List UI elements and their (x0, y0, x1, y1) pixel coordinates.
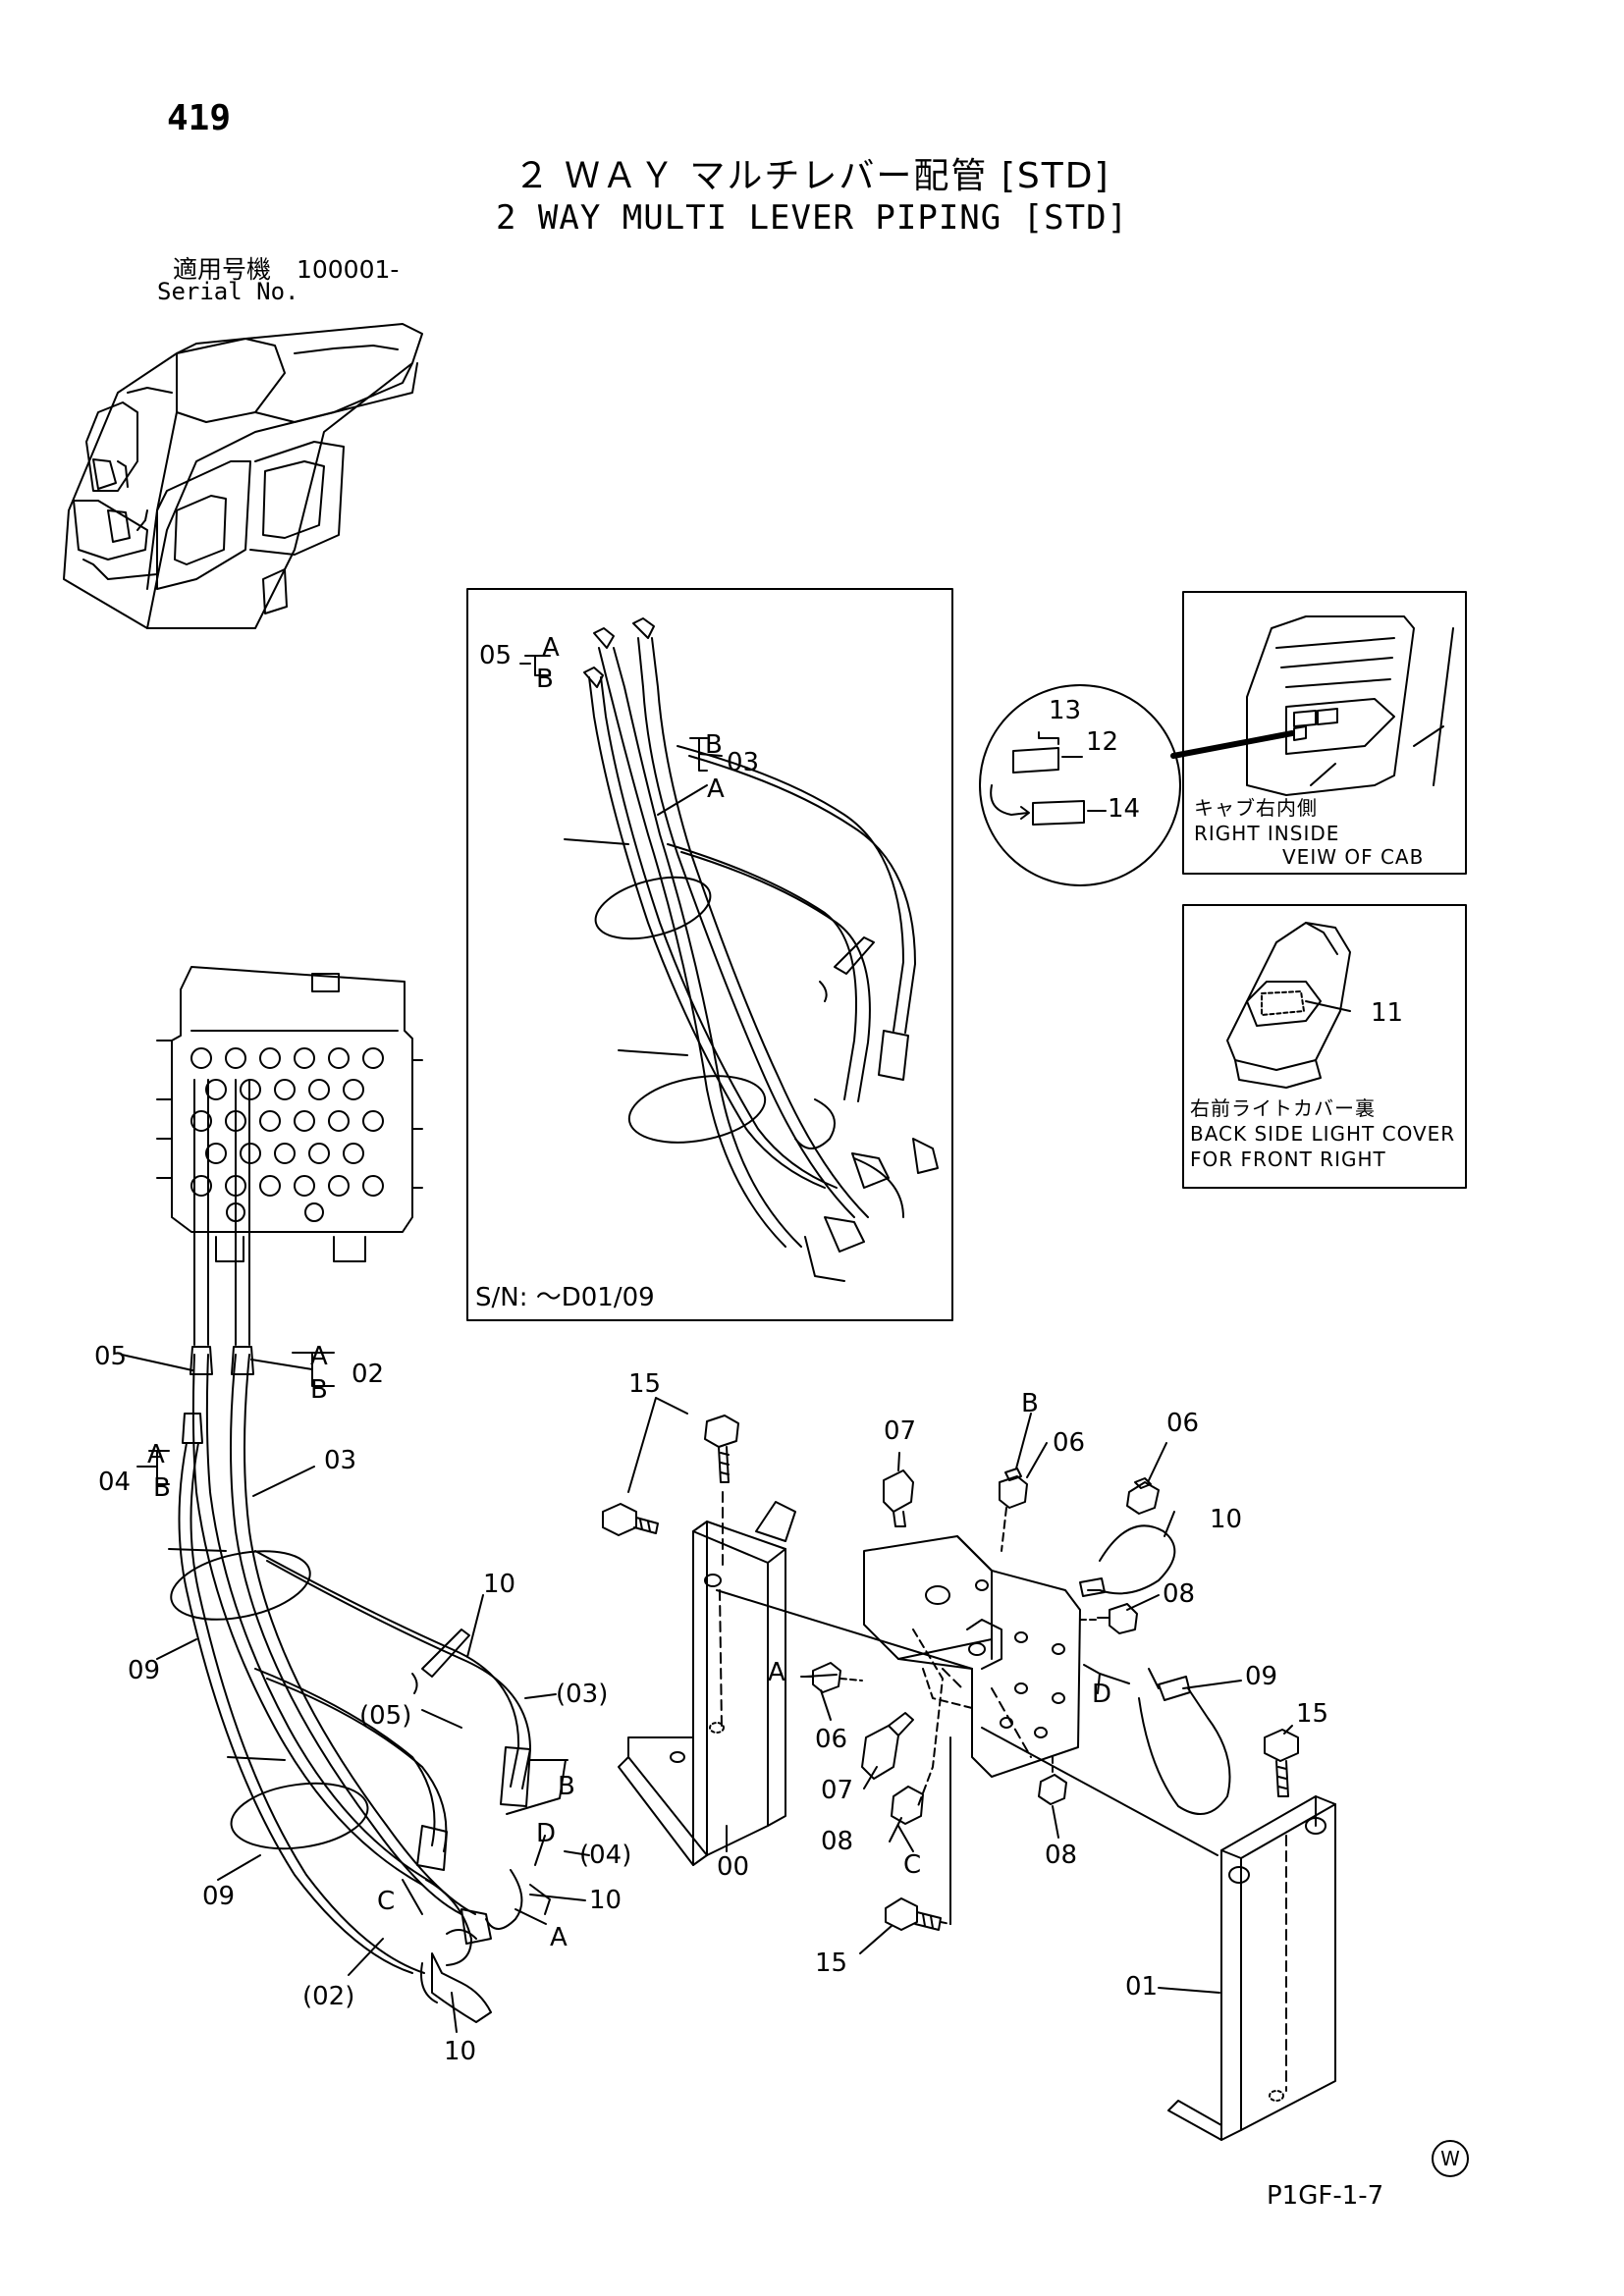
left-callout-05p: (05) (359, 1701, 411, 1731)
right-callout-00: 00 (717, 1852, 749, 1882)
right-callout-09: 09 (1245, 1662, 1277, 1691)
page-title-jp: ２ ＷＡＹ マルチレバー配管 [STD] (514, 156, 1110, 196)
inset-right-inside-callout-13: 13 (1049, 696, 1081, 725)
left-callout-b1: B (310, 1375, 328, 1405)
right-callout-06b: 06 (1166, 1409, 1199, 1438)
w-mark-icon: W (1432, 2140, 1469, 2177)
right-callout-08b: 08 (821, 1827, 853, 1856)
right-callout-08a: 08 (1163, 1579, 1195, 1609)
left-callout-a3: A (550, 1923, 568, 1952)
serial-label-en: Serial No. (157, 278, 299, 305)
inset-right-inside-caption-en-1: RIGHT INSIDE (1194, 822, 1339, 845)
inset-back-side-caption-jp: 右前ライトカバー裏 (1190, 1096, 1376, 1120)
right-callout-06c: 06 (815, 1725, 847, 1754)
left-callout-10a: 10 (483, 1570, 515, 1599)
left-callout-04: 04 (98, 1468, 131, 1497)
left-callout-09b: 09 (202, 1882, 235, 1911)
left-callout-10b: 10 (589, 1886, 622, 1915)
inset-back-side-callout-11: 11 (1371, 998, 1403, 1028)
inset-back-side-drawing (1226, 922, 1351, 1089)
left-callout-c: C (377, 1887, 395, 1916)
inset-piping-callout-b2: B (705, 730, 723, 760)
left-callout-10c: 10 (444, 2037, 476, 2066)
inset-piping-callout-b: B (536, 665, 554, 694)
serial-label-jp: 適用号機 100001- (173, 250, 399, 286)
left-callout-04p: (04) (579, 1841, 631, 1870)
inset-right-inside-drawing (979, 615, 1454, 886)
page-number: 419 (167, 98, 232, 138)
left-callout-a1: A (310, 1342, 328, 1371)
inset-piping-drawing (519, 617, 939, 1282)
page-code: P1GF-1-7 (1267, 2181, 1384, 2211)
right-callout-c: C (903, 1850, 921, 1880)
inset-piping-callout-a: A (542, 633, 560, 663)
left-callout-03: 03 (324, 1446, 356, 1475)
left-callout-b3: B (558, 1772, 575, 1801)
right-callout-15c: 15 (815, 1949, 847, 1978)
right-callout-07b: 07 (821, 1776, 853, 1805)
right-callout-d: D (1092, 1680, 1111, 1709)
left-callout-a2: A (147, 1440, 165, 1469)
left-callout-d: D (536, 1819, 556, 1848)
main-left-piping-drawing (168, 1079, 551, 2023)
inset-right-inside-callout-14: 14 (1108, 794, 1140, 824)
cab-overview-illustration (63, 323, 423, 629)
serial-value: 100001- (296, 255, 400, 284)
left-callout-02: 02 (352, 1360, 384, 1389)
inset-right-inside-box (1182, 591, 1467, 875)
bracket-assembly-drawing (602, 1415, 1336, 2141)
left-callout-05: 05 (94, 1342, 127, 1371)
right-callout-01: 01 (1125, 1972, 1158, 2002)
page-title-en: 2 WAY MULTI LEVER PIPING [STD] (495, 198, 1129, 238)
left-callout-02p: (02) (302, 1982, 354, 2011)
inset-piping-callout-a2: A (707, 774, 725, 804)
inset-back-side-caption-en-1: BACK SIDE LIGHT COVER (1190, 1122, 1455, 1146)
right-callout-a: A (768, 1658, 785, 1687)
inset-back-side-box (1182, 904, 1467, 1189)
inset-back-side-caption-en-2: FOR FRONT RIGHT (1190, 1148, 1386, 1171)
inset-right-inside-caption-en-2: VEIW OF CAB (1282, 845, 1424, 869)
right-callout-08c: 08 (1045, 1841, 1077, 1870)
left-callout-b2: B (153, 1473, 171, 1503)
serial-label-jp-text: 適用号機 (173, 255, 272, 284)
inset-right-inside-callout-12: 12 (1086, 727, 1118, 757)
inset-piping-callout-05: 05 (479, 641, 512, 670)
right-callout-07a: 07 (884, 1416, 916, 1446)
right-callout-b: B (1021, 1389, 1039, 1418)
right-callout-10: 10 (1210, 1505, 1242, 1534)
right-callout-06a: 06 (1053, 1428, 1085, 1458)
inset-piping-callout-03: 03 (727, 748, 759, 777)
inset-right-inside-caption-jp: キャブ右内側 (1194, 796, 1318, 820)
right-callout-15a: 15 (628, 1369, 661, 1399)
left-callout-09a: 09 (128, 1656, 160, 1685)
inset-piping-serial-note: S/N: ～D01/09 (475, 1283, 655, 1312)
inset-piping-box (466, 588, 953, 1321)
main-right-leader-lines (627, 1397, 1293, 1994)
left-callout-03p: (03) (556, 1680, 608, 1709)
main-left-leader-lines (121, 1352, 590, 2033)
control-valve-block-drawing (156, 966, 423, 1262)
right-callout-15b: 15 (1296, 1699, 1328, 1729)
